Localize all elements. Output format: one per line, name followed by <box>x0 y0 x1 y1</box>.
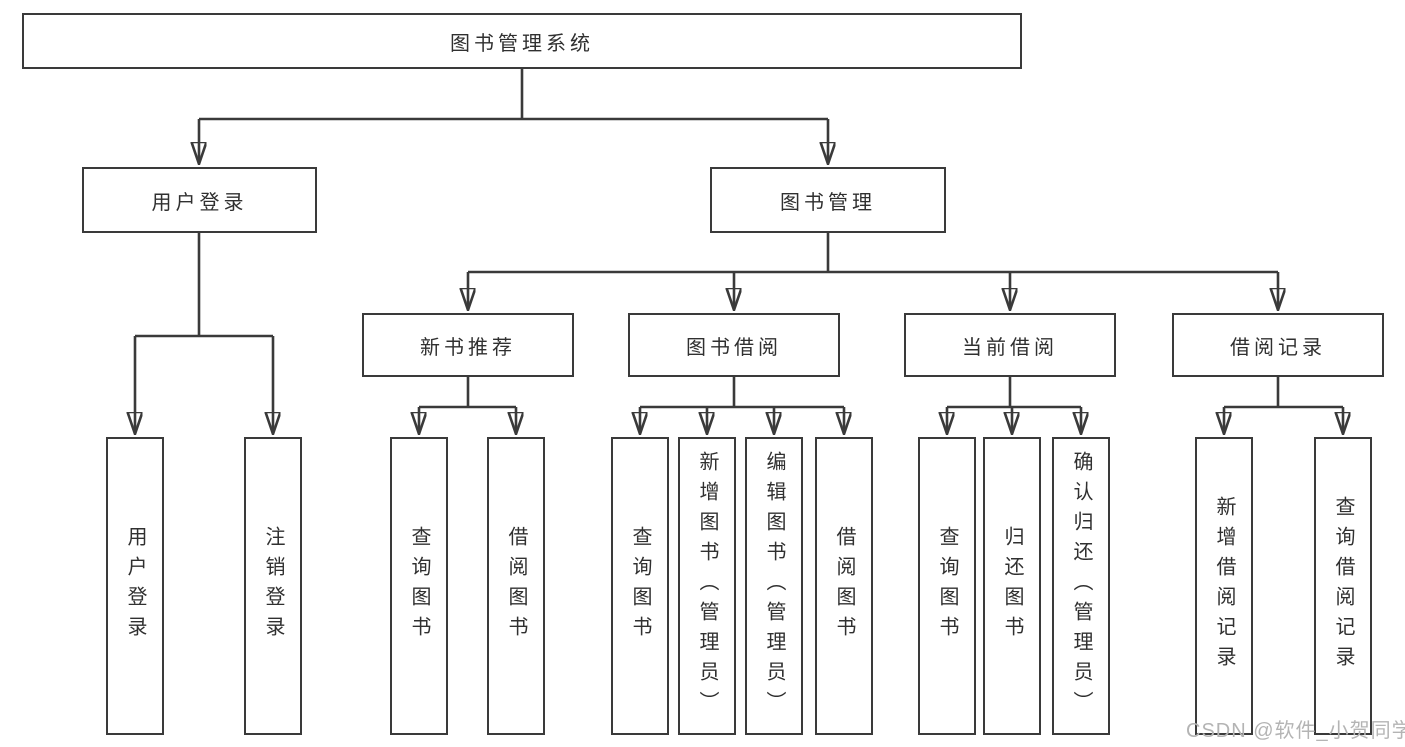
leaf-add-borrow-record: 新增借阅记录 <box>1195 437 1253 735</box>
leaf-label: 新增借阅记录 <box>1213 496 1235 676</box>
node-book-management: 图书管理 <box>710 167 946 233</box>
leaf-borrow-books: 借阅图书 <box>815 437 873 735</box>
watermark-text: CSDN @软件_小贺同学 <box>1186 720 1405 742</box>
leaf-label: 查询图书 <box>936 526 958 646</box>
connector-arrows <box>135 119 1343 434</box>
leaf-query-books-recommend: 查询图书 <box>390 437 448 735</box>
leaf-borrow-books-recommend: 借阅图书 <box>487 437 545 735</box>
node-borrowing-records: 借阅记录 <box>1172 313 1384 377</box>
leaf-add-books-admin: 新增图书（管理员） <box>678 437 736 735</box>
node-new-book-recommend: 新书推荐 <box>362 313 574 377</box>
node-root-library-system: 图书管理系统 <box>22 13 1022 69</box>
connector-trunks <box>135 69 1343 409</box>
leaf-label: 查询图书 <box>408 526 430 646</box>
leaf-user-login: 用户登录 <box>106 437 164 735</box>
node-book-borrowing: 图书借阅 <box>628 313 840 377</box>
leaf-confirm-return-admin: 确认归还（管理员） <box>1052 437 1110 735</box>
leaf-label: 借阅图书 <box>833 526 855 646</box>
leaf-label: 编辑图书（管理员） <box>763 451 785 721</box>
leaf-label: 归还图书 <box>1001 526 1023 646</box>
leaf-label: 查询图书 <box>629 526 651 646</box>
leaf-label: 确认归还（管理员） <box>1070 451 1092 721</box>
leaf-label: 注销登录 <box>262 526 284 646</box>
node-user-login: 用户登录 <box>82 167 317 233</box>
leaf-return-books: 归还图书 <box>983 437 1041 735</box>
leaf-query-borrow-record: 查询借阅记录 <box>1314 437 1372 735</box>
leaf-label: 新增图书（管理员） <box>696 451 718 721</box>
leaf-query-books-current: 查询图书 <box>918 437 976 735</box>
leaf-label: 查询借阅记录 <box>1332 496 1354 676</box>
leaf-label: 借阅图书 <box>505 526 527 646</box>
leaf-query-books-borrowing: 查询图书 <box>611 437 669 735</box>
leaf-edit-books-admin: 编辑图书（管理员） <box>745 437 803 735</box>
node-current-borrowing: 当前借阅 <box>904 313 1116 377</box>
leaf-label: 用户登录 <box>124 526 146 646</box>
leaf-logout: 注销登录 <box>244 437 302 735</box>
